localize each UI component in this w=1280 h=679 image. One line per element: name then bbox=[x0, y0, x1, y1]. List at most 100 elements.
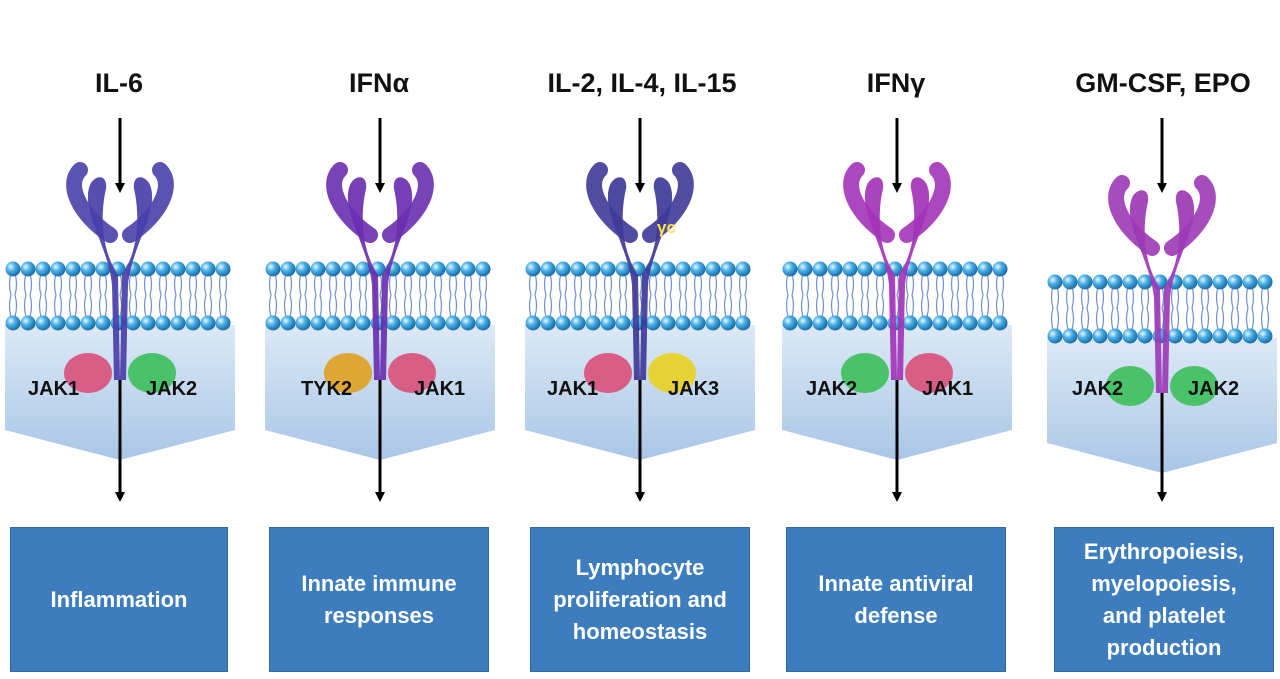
lipid-head bbox=[35, 315, 51, 331]
lipid-head bbox=[932, 315, 948, 331]
lipid-head bbox=[35, 261, 51, 277]
lipid-head bbox=[1137, 328, 1153, 344]
gamma-c-chain-label: γc bbox=[657, 218, 676, 237]
receptor-left-arm bbox=[586, 162, 638, 243]
lipid-head bbox=[140, 315, 156, 331]
lipid-tail bbox=[1170, 307, 1180, 331]
lipid-head bbox=[1197, 274, 1213, 290]
lipid-head bbox=[1227, 274, 1243, 290]
receptor-left-arm bbox=[326, 162, 378, 243]
lipid-head bbox=[1227, 328, 1243, 344]
lipid-head bbox=[615, 315, 631, 331]
lipid-tail bbox=[83, 294, 93, 318]
lipid-tail bbox=[1185, 307, 1195, 331]
lipid-tail bbox=[403, 294, 413, 318]
lipid-tail bbox=[1125, 307, 1135, 331]
jak-right-blob bbox=[648, 353, 696, 393]
outcome-box-antiviral: Innate antiviral defense bbox=[786, 527, 1006, 672]
lipid-tail bbox=[738, 294, 748, 318]
lipid-head bbox=[200, 261, 216, 277]
lipid-tail bbox=[298, 294, 308, 318]
lipid-head bbox=[555, 261, 571, 277]
lipid-head bbox=[265, 315, 281, 331]
jak-left-blob bbox=[64, 353, 112, 393]
signaling-panel-2 bbox=[265, 118, 495, 502]
lipid-head bbox=[872, 315, 888, 331]
lipid-head bbox=[355, 315, 371, 331]
lipid-tail bbox=[965, 294, 975, 318]
outcome-line: Innate antiviral bbox=[818, 570, 974, 596]
lipid-tail bbox=[800, 294, 810, 318]
lipid-tail bbox=[68, 294, 78, 318]
lipid-head bbox=[415, 315, 431, 331]
lipid-head bbox=[992, 315, 1008, 331]
cytokine-label-il2-il4-il15: IL-2, IL-4, IL-15 bbox=[547, 68, 737, 98]
lipid-tail bbox=[1095, 307, 1105, 331]
cytokine-label-ifna: IFNα bbox=[348, 68, 410, 98]
signaling-panel-3 bbox=[525, 118, 755, 502]
jak-right-blob bbox=[388, 353, 436, 393]
cytokine-label-ifng: IFNγ bbox=[866, 68, 926, 98]
receptor-left-arm bbox=[1108, 175, 1160, 256]
outcome-box-lymphocyte: Lymphocyte proliferation and homeostasis bbox=[530, 527, 750, 672]
lipid-head bbox=[720, 261, 736, 277]
lipid-head bbox=[917, 315, 933, 331]
lipid-tail bbox=[463, 294, 473, 318]
outcome-line: production bbox=[1106, 634, 1222, 660]
cytokine-label-il6: IL-6 bbox=[94, 68, 143, 98]
lipid-head bbox=[215, 261, 231, 277]
lipid-head bbox=[95, 261, 111, 277]
lipid-head bbox=[460, 315, 476, 331]
lipid-head bbox=[585, 261, 601, 277]
lipid-head bbox=[445, 261, 461, 277]
receptor-right-arm bbox=[1164, 175, 1216, 256]
lipid-head bbox=[340, 261, 356, 277]
outcome-box-inflammation: Inflammation bbox=[10, 527, 228, 672]
lipid-head bbox=[872, 261, 888, 277]
lipid-tail bbox=[478, 294, 488, 318]
outcome-line: responses bbox=[323, 602, 435, 628]
lipid-head bbox=[1182, 328, 1198, 344]
lipid-head bbox=[185, 315, 201, 331]
lipid-tail bbox=[845, 294, 855, 318]
lipid-tail bbox=[950, 294, 960, 318]
jak-left-blob bbox=[584, 353, 632, 393]
lipid-head bbox=[675, 315, 691, 331]
lipid-tail bbox=[708, 294, 718, 318]
lipid-tail bbox=[935, 294, 945, 318]
lipid-tail bbox=[920, 294, 930, 318]
lipid-head bbox=[400, 261, 416, 277]
lipid-tail bbox=[388, 294, 398, 318]
lipid-head bbox=[460, 261, 476, 277]
lipid-head bbox=[170, 261, 186, 277]
cytokine-label-gmcsf-epo: GM-CSF, EPO bbox=[1075, 68, 1251, 98]
lipid-tail bbox=[1215, 307, 1225, 331]
lipid-head bbox=[827, 315, 843, 331]
lipid-tail bbox=[543, 294, 553, 318]
lipid-head bbox=[977, 315, 993, 331]
lipid-head bbox=[1137, 274, 1153, 290]
lipid-head bbox=[295, 261, 311, 277]
lipid-head bbox=[797, 315, 813, 331]
lipid-tail bbox=[1140, 307, 1150, 331]
lipid-head bbox=[540, 315, 556, 331]
lipid-head bbox=[310, 261, 326, 277]
lipid-head bbox=[65, 261, 81, 277]
lipid-tail bbox=[995, 294, 1005, 318]
lipid-head bbox=[1047, 328, 1063, 344]
jak-left-blob bbox=[1106, 366, 1154, 406]
lipid-head bbox=[430, 261, 446, 277]
lipid-head bbox=[1212, 328, 1228, 344]
lipid-head bbox=[857, 261, 873, 277]
lipid-head bbox=[600, 261, 616, 277]
lipid-head bbox=[325, 261, 341, 277]
lipid-head bbox=[797, 261, 813, 277]
lipid-head bbox=[340, 315, 356, 331]
lipid-head bbox=[155, 261, 171, 277]
lipid-head bbox=[1257, 274, 1273, 290]
outcome-box-innate-immune: Innate immune responses bbox=[269, 527, 489, 672]
jak-left-label-panel-2: TYK2 bbox=[301, 378, 353, 400]
jak-right-blob bbox=[128, 353, 176, 393]
lipid-tail bbox=[588, 294, 598, 318]
lipid-head bbox=[280, 261, 296, 277]
